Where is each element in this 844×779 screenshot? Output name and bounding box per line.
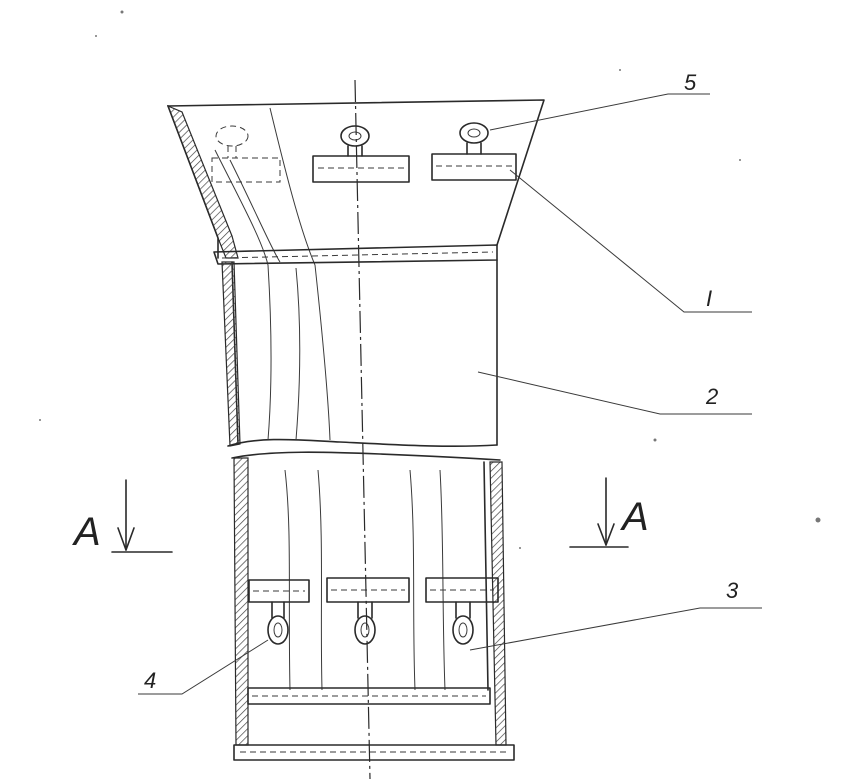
- upper-fastener-3: [431, 122, 517, 181]
- left-wall-hatch-middle: [221, 261, 241, 447]
- label-part-3: 3: [726, 578, 739, 603]
- label-detail-I: I: [706, 286, 712, 311]
- upper-fastener-1: [211, 125, 281, 183]
- right-wall-hatch-lower: [489, 461, 507, 746]
- upper-flared-section: [166, 99, 545, 266]
- upper-fastener-2: [312, 125, 410, 183]
- lower-fastener-1: [248, 579, 310, 645]
- leader-lines: [138, 93, 762, 695]
- label-part-2: 2: [705, 384, 718, 409]
- section-marker-left: [111, 479, 173, 553]
- middle-body: [221, 259, 498, 448]
- lower-body: [231, 451, 515, 761]
- left-wall-hatch-lower: [233, 457, 249, 746]
- joint-band: [213, 244, 498, 265]
- label-part-5: 5: [684, 70, 697, 95]
- scan-specks: [39, 10, 821, 549]
- label-part-4: 4: [144, 668, 156, 693]
- label-section-left: A: [72, 510, 101, 554]
- section-marker-right: [569, 477, 629, 548]
- center-axis: [354, 79, 371, 779]
- lower-fasteners: [248, 577, 499, 645]
- lower-fastener-2: [326, 577, 410, 645]
- lower-fastener-3: [425, 577, 499, 645]
- upper-fasteners: [211, 122, 517, 183]
- label-section-right: A: [620, 495, 649, 539]
